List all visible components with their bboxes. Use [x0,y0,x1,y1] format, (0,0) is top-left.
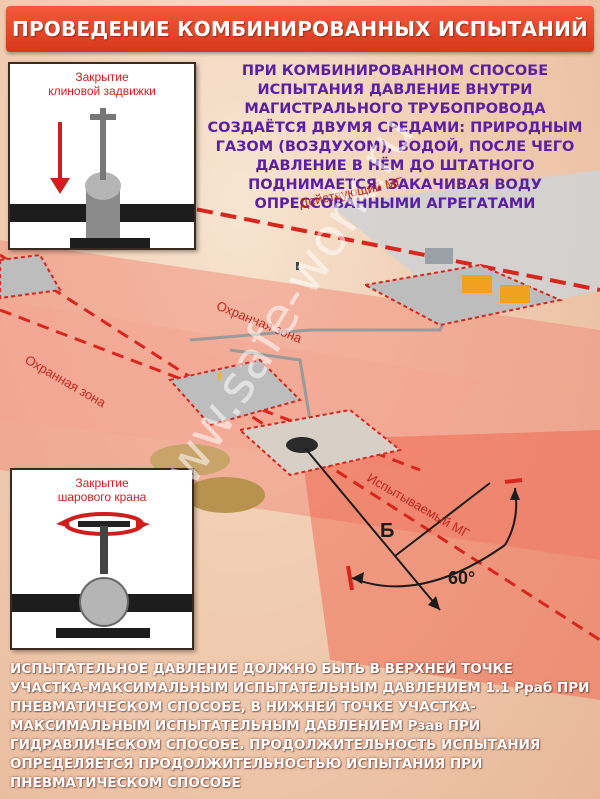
gate-valve-inset: Закрытие клиновой задвижки [8,62,196,250]
gate-valve-caption-line2: клиновой задвижки [48,84,156,98]
angle-label: 60° [448,568,476,588]
gate-valve-icon [10,108,194,248]
ball-valve-caption-line1: Закрытие [75,476,129,490]
direction-label: Б [380,520,395,542]
ball-valve-icon [12,512,192,638]
footer-text: ИСПЫТАТЕЛЬНОЕ ДАВЛЕНИЕ ДОЛЖНО БЫТЬ В ВЕР… [10,661,590,791]
page-title: ПРОВЕДЕНИЕ КОМБИНИРОВАННЫХ ИСПЫТАНИЙ [12,17,588,41]
intro-text: ПРИ КОМБИНИРОВАННОМ СПОСОБЕ ИСПЫТАНИЯ ДА… [207,63,583,212]
ball-valve-caption-line2: шарового крана [57,490,147,504]
title-bar: ПРОВЕДЕНИЕ КОМБИНИРОВАННЫХ ИСПЫТАНИЙ [6,6,594,52]
ball-valve-inset: Закрытие шарового крана [10,468,194,650]
gate-valve-caption-line1: Закрытие [75,70,129,84]
